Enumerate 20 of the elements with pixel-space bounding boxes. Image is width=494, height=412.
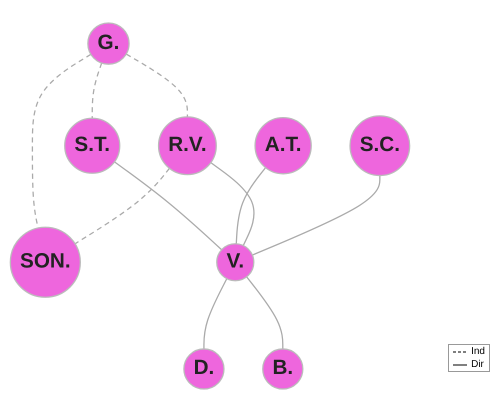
connector — [246, 276, 284, 349]
node-circle: SON. — [10, 226, 81, 298]
node-circle: V. — [216, 243, 254, 282]
connector — [126, 53, 188, 117]
node-circle: G. — [87, 22, 130, 65]
connector — [92, 62, 102, 118]
connector — [114, 161, 222, 250]
legend-text: Dir — [471, 359, 484, 370]
node-circle: R.V. — [158, 116, 217, 176]
connector — [74, 168, 170, 244]
node-circle: S.C. — [349, 115, 410, 176]
connector — [236, 167, 266, 244]
node-circle: D. — [183, 348, 225, 390]
legend-text: Ind — [471, 346, 485, 357]
connector — [210, 162, 255, 246]
node-circle: A.T. — [254, 117, 312, 174]
connector — [252, 176, 380, 256]
node-circle: B. — [262, 348, 304, 390]
connector — [203, 278, 228, 349]
node-circle: S.T. — [64, 118, 120, 174]
